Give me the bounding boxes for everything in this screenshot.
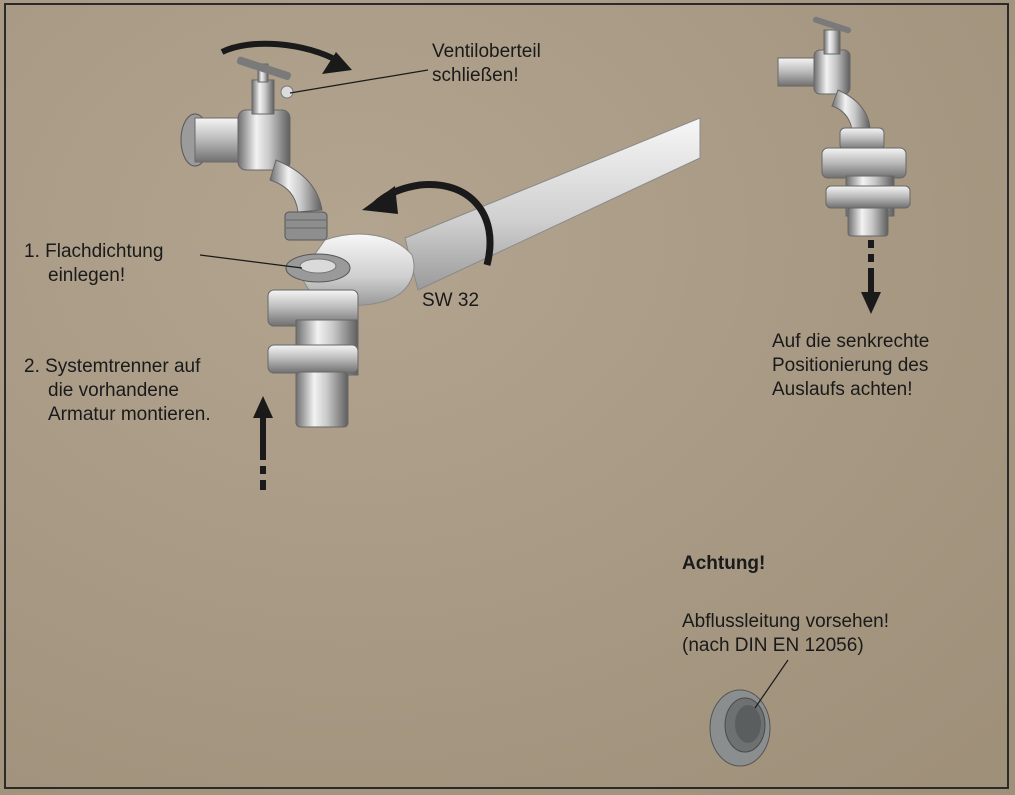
label-achtung: Achtung!	[682, 552, 765, 576]
label-flachdichtung: 1. Flachdichtung einlegen!	[24, 240, 163, 288]
label-systemtrenner: 2. Systemtrenner auf die vorhandene Arma…	[24, 355, 211, 427]
label-auslauf: Auf die senkrechte Positionierung des Au…	[772, 330, 929, 402]
label-sw32: SW 32	[422, 289, 479, 313]
drain-pipe	[710, 690, 770, 766]
label-abflussleitung: Abflussleitung vorsehen! (nach DIN EN 12…	[682, 610, 889, 658]
label-ventiloberteil: Ventiloberteil schließen!	[432, 40, 541, 88]
